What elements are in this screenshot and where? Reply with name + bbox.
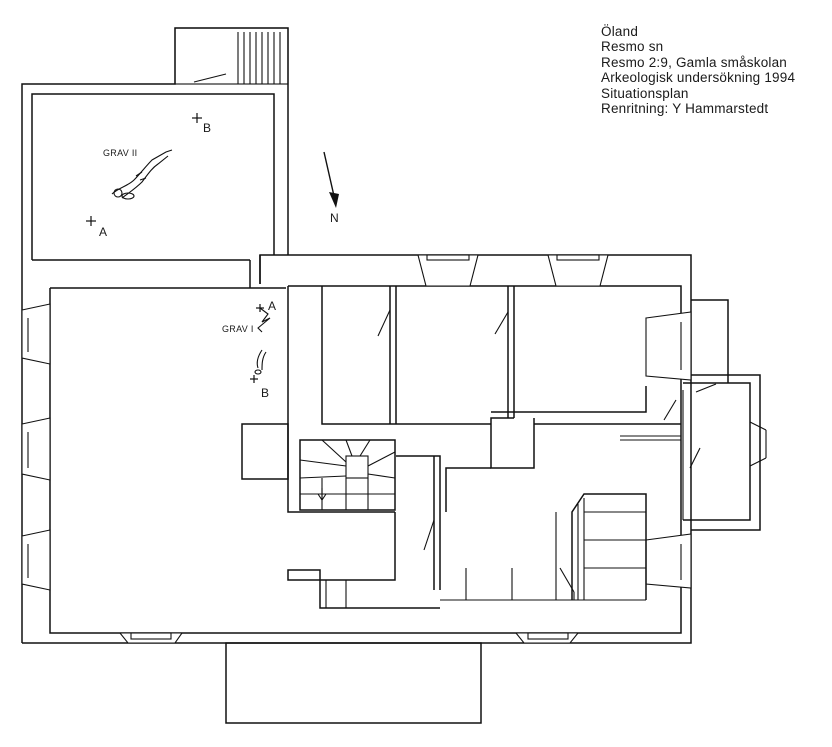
title-line-property: Resmo 2:9, Gamla småskolan <box>601 54 788 70</box>
grave-i-point-a-label: A <box>268 299 276 313</box>
grave-ii-point-a: A <box>86 216 107 239</box>
windows-bottom <box>118 632 580 644</box>
grave-ii-point-a-label: A <box>99 225 107 239</box>
title-line-plan-type: Situationsplan <box>601 85 689 101</box>
title-line-drafter: Renritning: Y Hammarstedt <box>601 101 769 117</box>
title-line-region: Öland <box>601 24 639 39</box>
grave-i: GRAV I A B <box>222 299 276 400</box>
grave-i-point-b-label: B <box>261 386 269 400</box>
windows-left <box>21 303 51 591</box>
right-annex <box>682 299 767 531</box>
chimney-block <box>241 423 289 480</box>
title-line-parish: Resmo sn <box>601 39 664 55</box>
north-arrow: N <box>323 151 339 225</box>
grave-i-point-a: A <box>256 299 276 313</box>
windows-top <box>417 254 609 287</box>
entrance-steps <box>174 27 289 85</box>
grave-ii-point-b: B <box>192 113 211 135</box>
title-line-survey: Arkeologisk undersökning 1994 <box>601 70 796 86</box>
north-label: N <box>330 211 339 225</box>
grave-ii-point-b-label: B <box>203 121 211 135</box>
exterior-walls <box>21 27 692 644</box>
grave-i-label: GRAV I <box>222 324 254 334</box>
windows-right <box>645 311 692 589</box>
grave-ii-label: GRAV II <box>103 148 137 158</box>
interior-rooms <box>287 286 681 609</box>
grave-ii: GRAV II B A <box>86 113 211 239</box>
staircase <box>299 439 396 511</box>
title-block: Öland Resmo sn Resmo 2:9, Gamla småskola… <box>601 24 795 116</box>
porch-extension <box>225 642 482 724</box>
grave-i-point-b: B <box>250 375 269 400</box>
